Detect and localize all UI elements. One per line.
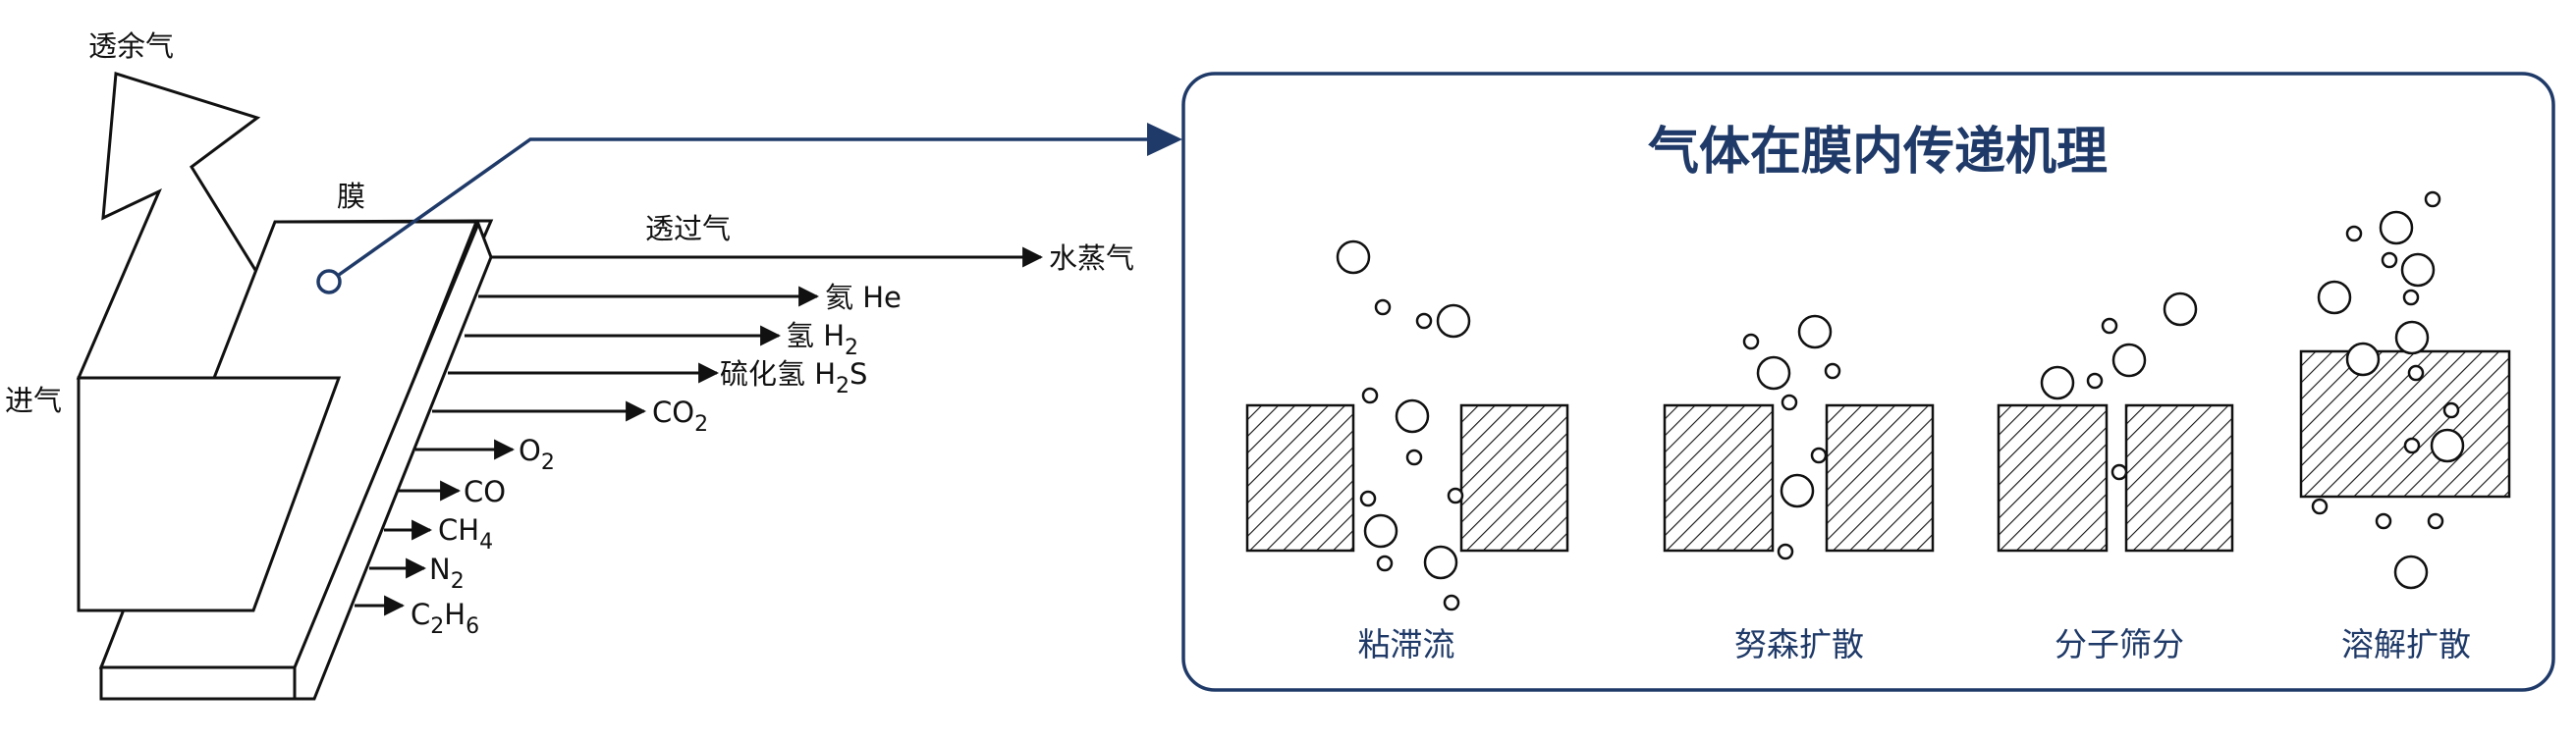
pore-wall-left xyxy=(1663,403,1775,553)
pore-wall-left xyxy=(1245,403,1355,553)
mechanism-molecular-sieving: 分子筛分 xyxy=(1997,292,2234,663)
gas-molecule xyxy=(1423,545,1458,580)
gas-molecule xyxy=(2101,317,2118,335)
gas-molecule xyxy=(1374,298,1392,316)
gas-molecule xyxy=(2402,289,2420,306)
gas-molecule xyxy=(1756,355,1791,391)
gas-molecule xyxy=(2403,437,2421,454)
gas-molecule xyxy=(1447,487,1464,504)
mechanism-label-viscous-flow: 粘滞流 xyxy=(1358,625,1455,663)
gas-molecule xyxy=(1405,449,1423,466)
label-retentate: 透余气 xyxy=(88,29,174,63)
gas-molecule xyxy=(2430,428,2465,463)
gas-molecule xyxy=(1824,362,1841,380)
gas-molecule xyxy=(1376,555,1394,572)
label-permeate: 透过气 xyxy=(645,212,731,245)
membrane-detail-marker xyxy=(316,269,342,294)
gas-molecule xyxy=(2110,463,2128,481)
gas-molecule xyxy=(2442,401,2460,419)
gas-label-o2: O2 xyxy=(519,434,555,475)
gas-molecule xyxy=(2424,190,2441,208)
gas-molecule xyxy=(2345,225,2363,242)
dense-membrane-block xyxy=(2299,349,2511,499)
gas-molecule xyxy=(1780,473,1815,508)
gas-molecule xyxy=(1797,314,1833,349)
mechanism-solution-diffusion: 溶解扩散 xyxy=(2299,190,2511,663)
gas-label-h2: 氢 H2 xyxy=(786,319,858,360)
detail-callout-line xyxy=(337,137,1169,277)
gas-molecule xyxy=(1336,239,1371,275)
mechanism-panel: 气体在膜内传递机理 粘滞流 xyxy=(1181,72,2555,692)
gas-molecule xyxy=(2407,364,2425,382)
gas-molecule xyxy=(2111,343,2147,378)
gas-molecule xyxy=(1781,394,1798,411)
gas-molecule xyxy=(2379,210,2414,245)
gas-molecule xyxy=(1395,398,1430,434)
detail-callout-arrowhead xyxy=(1147,123,1182,156)
gas-molecule xyxy=(2086,372,2104,390)
gas-labels: 水蒸气 氦 He 氢 H2 硫化氢 H2S CO2 O2 CO CH4 N2 C… xyxy=(411,241,1134,639)
gas-molecule xyxy=(1436,303,1471,339)
gas-molecule xyxy=(1742,333,1760,350)
gas-molecule xyxy=(2317,280,2352,315)
permeate-gas-lines xyxy=(355,246,1044,616)
gas-label-h2s: 硫化氢 H2S xyxy=(720,357,867,398)
mechanism-viscous-flow: 粘滞流 xyxy=(1245,239,1569,663)
gas-molecule xyxy=(2311,498,2329,515)
pore-wall-right xyxy=(2124,403,2234,553)
label-membrane: 膜 xyxy=(337,180,365,213)
gas-molecule xyxy=(2040,365,2075,400)
pore-wall-right xyxy=(1459,403,1569,553)
gas-molecule xyxy=(2427,512,2444,530)
gas-label-ch4: CH4 xyxy=(438,513,493,555)
membrane-module xyxy=(76,72,1182,701)
mechanism-label-knudsen-diffusion: 努森扩散 xyxy=(1734,625,1864,663)
gas-molecule xyxy=(1363,513,1398,549)
feed-box xyxy=(77,376,342,612)
gas-label-h2o: 水蒸气 xyxy=(1049,241,1134,275)
gas-molecule xyxy=(2393,555,2429,590)
gas-molecule xyxy=(2394,320,2430,355)
gas-molecule xyxy=(1359,490,1377,507)
membrane-slab-front xyxy=(99,665,297,701)
label-feed: 进气 xyxy=(5,384,62,417)
gas-molecule xyxy=(2345,342,2381,377)
gas-label-co2: CO2 xyxy=(652,396,708,437)
mechanism-label-solution-diffusion: 溶解扩散 xyxy=(2341,625,2471,663)
gas-label-co: CO xyxy=(464,475,506,508)
gas-molecule xyxy=(1361,387,1379,404)
gas-label-c2h6: C2H6 xyxy=(411,598,479,639)
gas-molecule xyxy=(1443,594,1460,611)
pore-wall-right xyxy=(1825,403,1935,553)
gas-molecule xyxy=(1415,312,1433,330)
gas-molecule xyxy=(1777,543,1794,560)
mechanism-panel-title: 气体在膜内传递机理 xyxy=(1648,123,2108,182)
pore-wall-left xyxy=(1997,403,2109,553)
gas-molecule xyxy=(2163,292,2198,327)
gas-molecule xyxy=(2375,512,2392,530)
gas-label-n2: N2 xyxy=(429,553,465,594)
mechanism-label-molecular-sieving: 分子筛分 xyxy=(2055,625,2184,663)
gas-molecule xyxy=(2400,252,2436,288)
gas-molecule xyxy=(1810,447,1828,464)
mechanism-knudsen-diffusion: 努森扩散 xyxy=(1663,314,1935,663)
gas-molecule xyxy=(2381,251,2398,269)
gas-label-he: 氦 He xyxy=(825,281,902,314)
membrane-slab-side xyxy=(293,219,493,701)
